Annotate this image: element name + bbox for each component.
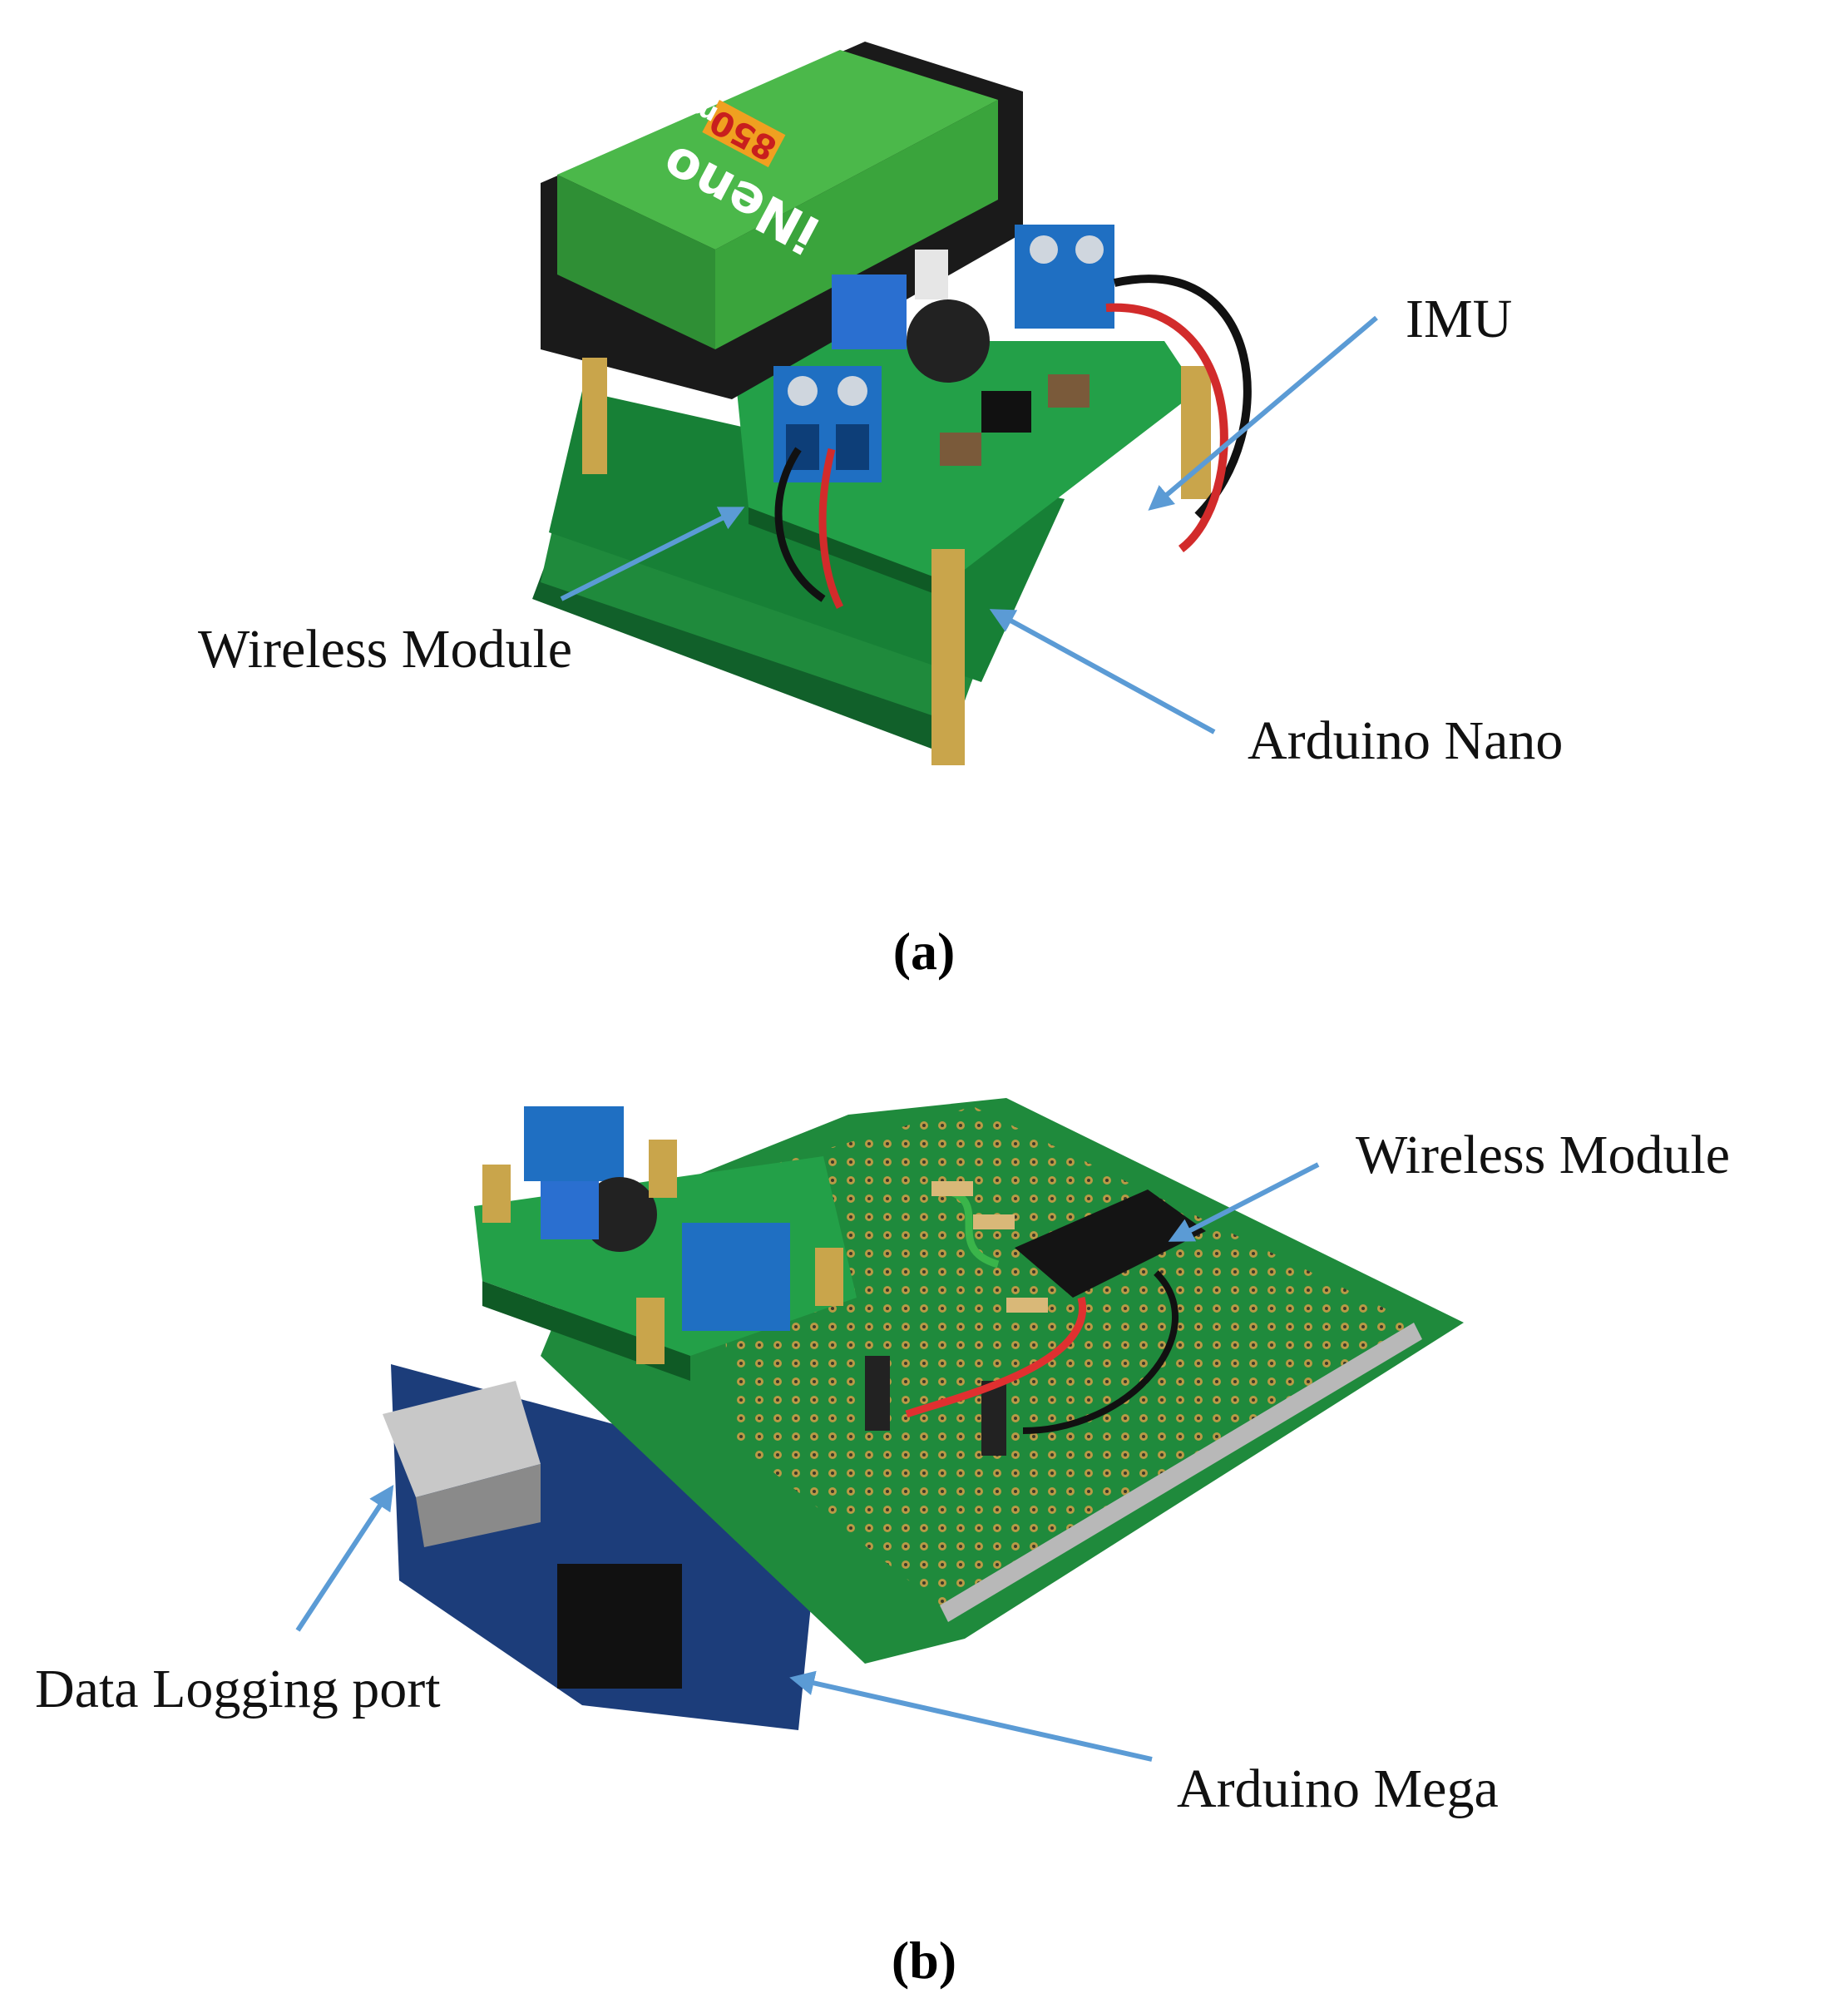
resistor-3: [1006, 1298, 1048, 1313]
potentiometer: [832, 274, 907, 349]
panel-label-a: (a): [893, 922, 956, 981]
label-wireless-a: Wireless Module: [198, 619, 572, 680]
label-data-logging-port: Data Logging port: [35, 1659, 441, 1719]
label-imu: IMU: [1406, 289, 1512, 349]
resistor-1: [931, 1181, 973, 1196]
standoff-b4: [636, 1298, 665, 1364]
wireless-module-b: [1015, 1190, 1206, 1298]
dc-jack: [557, 1564, 682, 1689]
switch: [915, 250, 948, 299]
standoff-b2: [482, 1165, 511, 1223]
standoff-b1: [649, 1140, 677, 1198]
arrow-imu: [1148, 315, 1378, 511]
arrow-wireless-a: [560, 507, 745, 601]
label-arduino-mega: Arduino Mega: [1177, 1758, 1499, 1819]
terminal-block-right: [1015, 225, 1114, 329]
imu-chip: [981, 391, 1031, 433]
wire-red-b: [905, 1296, 1087, 1418]
wire-red: [1105, 303, 1228, 552]
label-arduino-nano: Arduino Nano: [1248, 710, 1563, 771]
wire-left-red: [818, 448, 844, 610]
standoff-b3: [815, 1248, 843, 1306]
perfboard-area: [715, 1106, 1414, 1605]
inductor-b: [582, 1177, 657, 1252]
shield-bottom-strip: [940, 1323, 1422, 1622]
wire-black: [1113, 274, 1252, 519]
arrow-arduino-nano: [989, 609, 1216, 734]
wire-black-b: [1022, 1270, 1178, 1434]
battery: iNeno 850 mAh: [557, 50, 998, 349]
standoff-1: [931, 549, 965, 765]
potentiometer-b: [541, 1181, 599, 1239]
standoff-3: [582, 358, 607, 474]
resistor-2: [973, 1214, 1015, 1229]
wire-left-black: [774, 447, 826, 602]
inductor: [907, 299, 990, 383]
arrow-data-port: [295, 1484, 394, 1632]
terminal-block-b1: [524, 1106, 624, 1181]
arrow-wireless-b: [1168, 1162, 1320, 1242]
arrow-arduino-mega: [789, 1670, 1153, 1762]
terminal-block-b2: [682, 1223, 790, 1331]
capacitor-2: [940, 433, 981, 466]
label-wireless-b: Wireless Module: [1356, 1125, 1730, 1185]
capacitor-1: [1048, 374, 1090, 408]
panel-b-photo: [383, 1098, 1464, 1730]
usb-port: [383, 1381, 541, 1547]
regulator-board-edge: [749, 507, 948, 599]
panel-a-photo: iNeno 850 mAh: [532, 42, 1252, 765]
panel-label-b: (b): [892, 1931, 956, 1990]
pin-header-2: [981, 1381, 1006, 1456]
pin-header-1: [865, 1356, 890, 1431]
